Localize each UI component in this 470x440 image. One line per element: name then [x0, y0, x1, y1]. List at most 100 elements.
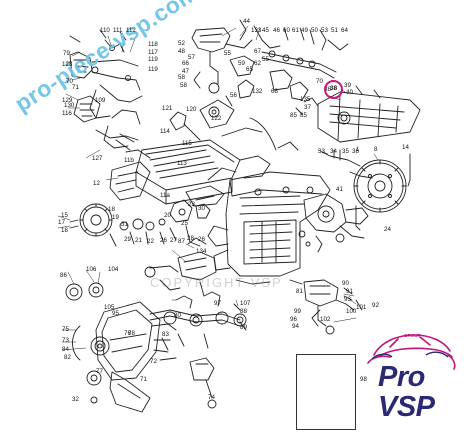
part-number-label: 64 [341, 27, 348, 34]
part-number-label: 73 [62, 337, 69, 344]
part-number-label: 70 [316, 78, 323, 85]
part-number-label: 19 [112, 214, 119, 221]
part-number-label: 11b [124, 157, 134, 164]
carburetor-linkage-group [69, 29, 151, 159]
part-number-label: 80 [174, 312, 181, 319]
part-number-label: 14 [402, 144, 409, 151]
part-number-label: 133 [251, 27, 262, 34]
part-number-label: 37 [304, 104, 311, 111]
part-number-label: 58 [180, 82, 187, 89]
part-number-label: 66 [182, 60, 189, 67]
copyright-watermark: COPYRIGHT VSP [150, 275, 283, 290]
timing-kit-inset-frame [296, 354, 356, 430]
water-pump-assembly [298, 149, 373, 253]
highlighted-part-number: 38 [329, 85, 338, 92]
part-number-label: 26 [198, 236, 205, 243]
part-number-label: 117 [148, 49, 158, 56]
part-number-label: 51 [331, 27, 338, 34]
logo-group-text: GROUP [404, 333, 421, 338]
part-number-label: 121 [162, 105, 173, 112]
part-number-label: 112 [126, 27, 136, 34]
part-number-label: 45 [262, 27, 269, 34]
part-number-label: 118 [148, 41, 158, 48]
part-number-label: 18 [108, 206, 115, 213]
part-number-label: 11a [160, 192, 170, 199]
part-number-label: 25 [181, 220, 188, 227]
oil-pump-group [144, 237, 217, 297]
part-number-label: 107 [240, 300, 251, 307]
part-number-label: 12 [93, 180, 100, 187]
part-number-label: 96 [290, 316, 297, 323]
part-number-label: 50 [311, 27, 318, 34]
part-number-label: 83 [162, 331, 169, 338]
part-number-label: 128 [62, 61, 73, 68]
part-number-label: 56 [230, 92, 237, 99]
part-number-label: 109 [95, 97, 106, 104]
part-number-label: 79 [63, 50, 70, 57]
part-number-label: 31 [121, 221, 128, 228]
part-number-label: 86 [60, 272, 67, 279]
part-number-label: 58 [178, 74, 185, 81]
part-number-label: 85 [290, 112, 297, 119]
part-number-label: 26 [160, 237, 167, 244]
part-number-label: 92 [372, 302, 379, 309]
part-number-label: 97 [214, 300, 221, 307]
distributor-assembly [191, 19, 281, 107]
part-number-label: 100 [346, 308, 357, 315]
part-number-label: 130 [64, 102, 75, 109]
part-number-label: 98 [360, 376, 367, 383]
part-number-label: 114 [160, 128, 170, 135]
part-number-label: 82 [64, 354, 71, 361]
part-number-label: 71 [140, 376, 147, 383]
part-number-label: 15 [61, 212, 68, 219]
part-number-label: 106 [86, 266, 97, 273]
part-number-label: 27 [170, 237, 177, 244]
part-number-label: 89 [240, 324, 247, 331]
oil-pump-pickup [289, 279, 363, 335]
part-number-label: 134 [196, 248, 207, 255]
flywheel [353, 153, 411, 231]
part-number-label: 57 [188, 54, 195, 61]
part-number-label: 77 [96, 368, 103, 375]
part-number-label: 55 [262, 56, 269, 63]
part-number-label: 35 [342, 148, 349, 155]
part-number-label: 1 [356, 146, 360, 153]
part-number-label: 55 [224, 50, 231, 57]
part-number-label: 59 [238, 60, 245, 67]
part-number-label: 60 [283, 27, 290, 34]
part-number-label: 29 [124, 236, 131, 243]
part-number-label: 85 [300, 112, 307, 119]
timing-cover-group [65, 282, 177, 413]
part-number-label: 116 [62, 110, 72, 117]
highlighted-part-marker: 38 [324, 80, 343, 99]
part-number-label: 62 [254, 60, 261, 67]
part-number-label: 21 [135, 237, 142, 244]
part-number-label: 127 [92, 155, 103, 162]
part-number-label: 110 [100, 27, 110, 34]
part-number-label: 24 [384, 226, 391, 233]
part-number-label: 78 [128, 330, 135, 337]
part-number-label: 74 [208, 394, 215, 401]
part-number-label: 41 [336, 186, 343, 193]
air-filter-housing [109, 99, 299, 205]
part-number-label: 99 [294, 308, 301, 315]
part-number-label: 8 [374, 146, 378, 153]
part-number-label: 94 [292, 323, 299, 330]
part-number-label: 65 [246, 66, 253, 73]
part-number-label: 52 [178, 40, 185, 47]
part-number-label: 53 [321, 27, 328, 34]
part-number-label: 23 [188, 201, 195, 208]
part-number-label: 48 [178, 48, 185, 55]
part-number-label: 71 [72, 84, 79, 91]
part-number-label: 33 [318, 148, 325, 155]
part-number-label: 119 [148, 66, 158, 73]
part-number-label: 105 [104, 304, 115, 311]
part-number-label: 101 [356, 304, 367, 311]
logo-vsp-text: VSP [378, 391, 435, 423]
logo-car-outline-icon [367, 334, 456, 370]
part-number-label: 39 [344, 82, 351, 89]
part-number-label: 72 [150, 358, 157, 365]
part-number-label: 46 [273, 27, 280, 34]
